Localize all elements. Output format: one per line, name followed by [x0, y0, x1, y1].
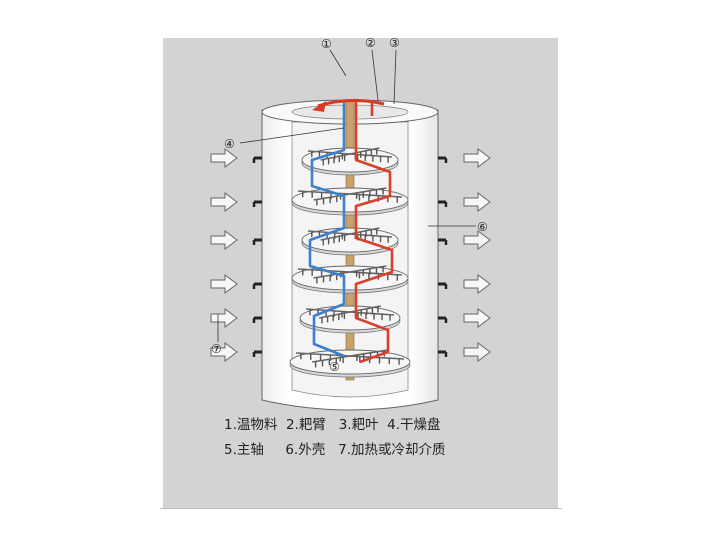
flow-arrow-icon [210, 274, 238, 294]
callout-5: ⑤ [329, 360, 340, 374]
rotation-arrow [312, 98, 385, 112]
callout-2: ② [365, 36, 376, 50]
callout-4: ④ [224, 137, 235, 151]
callout-1: ① [321, 37, 332, 51]
flow-arrow-icon [463, 274, 491, 294]
callouts: ① ② ③ ④ ⑤ ⑥ ⑦ [211, 36, 488, 374]
flow-arrow-icon [210, 148, 238, 168]
leader-lines [217, 49, 476, 342]
flow-arrow-icon [463, 308, 491, 328]
flow-arrow-icon [463, 192, 491, 212]
callout-6: ⑥ [477, 220, 488, 234]
cooling-pipe [308, 100, 346, 358]
flow-arrow-icon [210, 192, 238, 212]
baseline-divider [160, 508, 562, 509]
rake-arm [295, 349, 405, 368]
flow-arrow-icon [463, 148, 491, 168]
callout-7: ⑦ [211, 342, 222, 356]
flow-arrow-icon [210, 342, 238, 362]
flow-arrow-icon [210, 230, 238, 250]
flow-arrow-icon [463, 342, 491, 362]
legend-row-2: 5.主轴 6.外壳 7.加热或冷却介质 [224, 442, 446, 458]
flow-arrow-icon [210, 308, 238, 328]
rake-arm [297, 187, 403, 206]
flow-arrow-icon [463, 230, 491, 250]
callout-3: ③ [389, 36, 400, 50]
drying-plate [301, 227, 399, 256]
medium-flow-arrows [210, 148, 491, 362]
legend-row-1: 1.温物料 2.耙臂 3.耙叶 4.干燥盘 [224, 417, 441, 433]
